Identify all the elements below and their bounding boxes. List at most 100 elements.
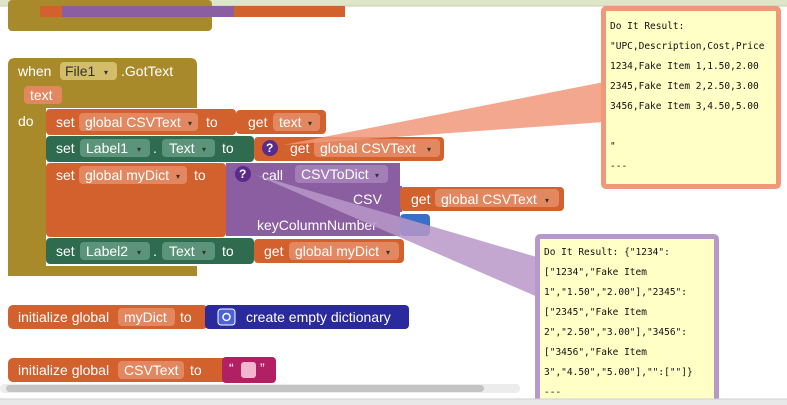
param-text[interactable]: text [24, 86, 62, 104]
to-keyword: to [222, 140, 234, 156]
comment-line: 3","4.50","5.00"],"":[""]} [544, 367, 693, 378]
to-keyword: to [190, 362, 202, 378]
init-global-mydict-block[interactable]: initialize global myDict to [8, 305, 208, 329]
variable-name: CSVText [124, 362, 179, 378]
comment-line: "UPC,Description,Cost,Price [610, 41, 765, 52]
get-global-mydict-block[interactable]: get global myDict ▾ [254, 239, 404, 263]
component-name: Label1 [86, 140, 128, 156]
set-keyword: set [56, 167, 75, 183]
dropdown-arrow-icon: ▾ [202, 145, 206, 154]
variable-name-field[interactable] [118, 308, 175, 326]
variable-dropdown[interactable] [273, 113, 320, 131]
workspace-top-border [0, 0, 787, 6]
set-global-csvtext-block[interactable]: set global CSVText ▾ to [46, 109, 236, 135]
procedure-dropdown[interactable] [295, 165, 388, 183]
comment-line: 1","1.50","2.00"],"2345": [544, 287, 687, 298]
get-global-csvtext-block[interactable]: ? get global CSVText ▾ [254, 137, 444, 161]
dropdown-arrow-icon: ▾ [375, 171, 379, 180]
help-icon[interactable] [235, 166, 251, 182]
init-global-csvtext-block[interactable]: initialize global CSVText to [8, 358, 228, 382]
comment-line: 3456,Fake Item 3,4.50,5.00 [610, 101, 759, 112]
help-icon-glyph: ? [239, 167, 246, 181]
component-name: File1 [65, 63, 96, 79]
dropdown-arrow-icon: ▾ [137, 145, 141, 154]
variable-dropdown[interactable] [79, 166, 187, 184]
get-keyword: get [411, 191, 431, 207]
argument-label-csv: CSV [353, 191, 382, 207]
variable-name: global CSVText [320, 140, 416, 156]
property-name: Text [169, 243, 195, 259]
callout-pointer [256, 175, 540, 298]
init-keyword: initialize global [18, 309, 109, 325]
variable-name: global CSVText [85, 114, 181, 130]
variable-dropdown[interactable] [289, 242, 399, 260]
variable-dropdown[interactable] [314, 139, 440, 157]
get-global-csvtext-arg-block[interactable]: get global CSVText ▾ [400, 187, 564, 211]
dropdown-arrow-icon: ▾ [104, 68, 108, 77]
dropdown-arrow-icon: ▾ [188, 119, 192, 128]
do-keyword: do [18, 113, 34, 129]
get-keyword: get [248, 114, 268, 130]
dropdown-arrow-icon: ▾ [545, 196, 549, 205]
help-icon[interactable] [262, 140, 278, 156]
variable-dropdown[interactable] [79, 113, 198, 131]
comment-line: ["3456","Fake Item [544, 347, 647, 358]
variable-name-field[interactable] [118, 361, 184, 379]
comment-line: ["1234","Fake Item [544, 267, 647, 278]
close-quote: ” [260, 360, 265, 376]
set-label2-text-block[interactable]: set Label2 ▾ . Text ▾ to [46, 238, 254, 264]
to-keyword: to [194, 167, 206, 183]
comment-line: 2","2.50","3.00"],"3456": [544, 327, 687, 338]
dropdown-arrow-icon: ▾ [137, 248, 141, 257]
dropdown-arrow-icon: ▾ [386, 248, 390, 257]
component-dropdown[interactable] [80, 139, 150, 157]
get-keyword: get [264, 243, 284, 259]
procedure-name: CSVToDict [301, 166, 369, 182]
dictionary-label: create empty dictionary [246, 309, 391, 325]
horizontal-scrollbar-thumb[interactable] [6, 385, 484, 392]
set-keyword: set [56, 243, 75, 259]
set-label1-text-block[interactable]: set Label1 ▾ . Text ▾ to [46, 136, 254, 162]
empty-text-string-block[interactable]: “ ” [222, 357, 276, 383]
argument-label-keycolumn: keyColumnNumber [257, 217, 377, 233]
comment-callout-csvtext[interactable]: Do It Result: "UPC,Description,Cost,Pric… [283, 6, 781, 189]
offscreen-block-fragment[interactable] [8, 0, 345, 31]
comment-line: 1234,Fake Item 1,1.50,2.00 [610, 61, 759, 72]
init-keyword: initialize global [18, 362, 109, 378]
get-text-block[interactable]: get text ▾ [236, 110, 326, 134]
comment-line: --- [544, 387, 561, 398]
comment-line: 2345,Fake Item 2,2.50,3.00 [610, 81, 759, 92]
variable-name: global myDict [85, 167, 169, 183]
to-keyword: to [206, 114, 218, 130]
to-keyword: to [222, 243, 234, 259]
event-block-file1-gottext[interactable]: when File1 ▾ .GotText text do [8, 58, 197, 276]
component-dropdown-file1[interactable]: File1 ▾ [60, 62, 117, 80]
callout-pointer [283, 82, 604, 145]
set-global-mydict-block[interactable]: set global myDict ▾ to [46, 163, 226, 237]
dropdown-arrow-icon: ▾ [202, 248, 206, 257]
component-dropdown[interactable] [80, 242, 150, 260]
when-keyword: when [17, 63, 51, 79]
param-label: text [30, 87, 53, 103]
comment-line: Do It Result: {"1234": [544, 247, 670, 258]
comment-line: Do It Result: [610, 21, 684, 32]
property-dropdown[interactable] [162, 139, 215, 157]
dropdown-arrow-icon: ▾ [176, 172, 180, 181]
variable-name: text [279, 114, 302, 130]
open-quote: “ [229, 360, 234, 376]
variable-dropdown[interactable] [435, 189, 559, 207]
dot-separator: . [153, 140, 157, 156]
text-input-field[interactable] [241, 362, 256, 378]
property-dropdown[interactable] [162, 242, 215, 260]
comment-callout-mydict[interactable]: Do It Result: {"1234": ["1234","Fake Ite… [256, 175, 719, 405]
set-keyword: set [56, 140, 75, 156]
event-name: .GotText [121, 63, 173, 79]
help-icon-glyph: ? [266, 141, 273, 155]
component-name: Label2 [86, 243, 128, 259]
variable-name: myDict [124, 309, 167, 325]
dictionary-gear-icon[interactable] [217, 308, 236, 326]
create-empty-dictionary-block[interactable]: create empty dictionary [205, 305, 409, 329]
property-name: Text [169, 140, 195, 156]
workspace-bottom-border [0, 399, 787, 405]
variable-name: global myDict [295, 243, 379, 259]
